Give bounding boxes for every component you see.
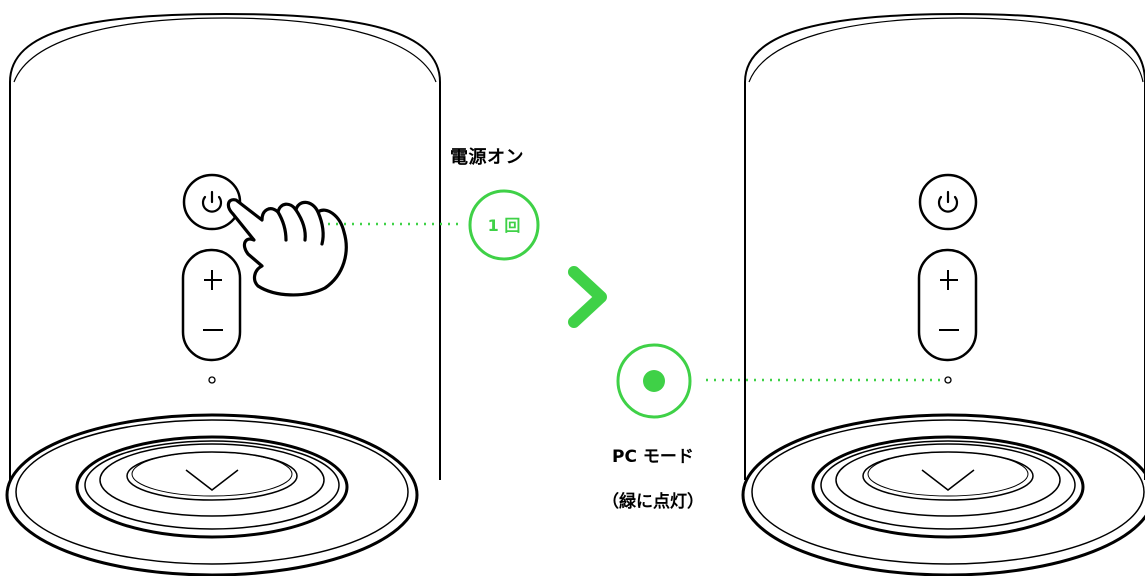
svg-text:1 回: 1 回	[488, 216, 521, 235]
plus-icon	[204, 270, 222, 290]
pointing-hand-icon	[226, 198, 348, 297]
led-indicator	[208, 376, 216, 384]
led-status-indicator	[616, 343, 692, 419]
speaker-before	[5, 12, 460, 576]
speaker-base-outer	[741, 413, 1145, 576]
plus-icon	[940, 270, 958, 290]
power-on-label: 電源オン	[450, 147, 524, 168]
volume-rocker[interactable]	[181, 248, 242, 362]
power-button[interactable]	[918, 173, 978, 231]
volume-rocker[interactable]	[917, 248, 978, 362]
power-icon	[201, 190, 223, 213]
led-indicator-icon	[643, 370, 665, 392]
press-count-badge: 1 回	[468, 189, 540, 261]
mode-detail-label: （緑に点灯）	[602, 492, 704, 512]
led-indicator	[944, 376, 952, 384]
speaker-base-outer	[5, 413, 419, 576]
power-icon	[937, 190, 959, 213]
mode-label: PC モード	[612, 447, 694, 467]
speaker-after	[741, 12, 1145, 576]
chevron-right-icon	[568, 266, 607, 328]
